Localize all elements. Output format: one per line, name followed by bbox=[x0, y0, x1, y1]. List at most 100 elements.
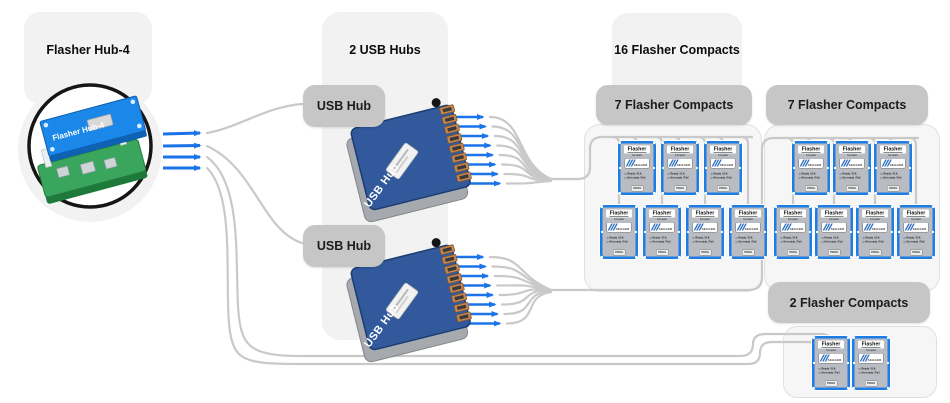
flasher-compact-card: Flasher Compact SEGGER Ready / O.K. Not … bbox=[856, 205, 894, 259]
mount-hole bbox=[687, 206, 689, 208]
mount-hole bbox=[764, 206, 766, 208]
ok-led bbox=[880, 173, 883, 175]
card-subtitle: Compact bbox=[656, 218, 667, 221]
mount-hole bbox=[739, 142, 741, 144]
usb-hub1-pill: USB Hub bbox=[303, 85, 385, 127]
flasher-compact-card: Flasher Compact SEGGER Ready / O.K. Not … bbox=[729, 205, 767, 259]
segger-brand-text: SEGGER bbox=[701, 228, 716, 231]
mount-hole bbox=[857, 231, 859, 233]
card-title: Flasher bbox=[783, 210, 803, 217]
mount-hole bbox=[601, 256, 603, 258]
mount-hole bbox=[847, 337, 849, 339]
mount-hole bbox=[696, 192, 698, 194]
flasher-compact-card: Flasher Compact SEGGER Ready / O.K. Not … bbox=[661, 141, 699, 195]
prog-button: PROG bbox=[910, 249, 923, 256]
card-subtitle: Compact bbox=[846, 154, 857, 157]
card-title: Flasher bbox=[609, 210, 629, 217]
prog-button: PROG bbox=[613, 249, 626, 256]
fail-led bbox=[821, 241, 824, 243]
mount-hole bbox=[662, 192, 664, 194]
prog-button: PROG bbox=[717, 185, 730, 192]
card-title: Flasher bbox=[821, 341, 841, 348]
card-subtitle: Compact bbox=[865, 349, 876, 352]
card-title-box: Flasher bbox=[862, 209, 888, 218]
segger-brand-text: SEGGER bbox=[676, 164, 691, 167]
mount-hole bbox=[793, 167, 795, 169]
mount-hole bbox=[775, 231, 777, 233]
card-title: Flasher bbox=[861, 341, 881, 348]
fail-led bbox=[818, 372, 821, 374]
status-row-fail: Not ready / Fail bbox=[667, 177, 688, 180]
flasher-compact-card: Flasher Compact SEGGER Ready / O.K. Not … bbox=[833, 141, 871, 195]
card-title-box: Flasher bbox=[735, 209, 761, 218]
cable-usbhub1-bundle bbox=[549, 135, 754, 181]
fail-led bbox=[903, 241, 906, 243]
segger-logo-box: SEGGER bbox=[880, 158, 906, 169]
mount-hole bbox=[898, 231, 900, 233]
mount-hole bbox=[687, 256, 689, 258]
mount-hole bbox=[730, 206, 732, 208]
status-row-ok: Ready / O.K. bbox=[735, 237, 753, 240]
mount-hole bbox=[696, 167, 698, 169]
card-title: Flasher bbox=[738, 210, 758, 217]
mount-hole bbox=[793, 142, 795, 144]
mount-hole bbox=[853, 387, 855, 389]
segger-brand-text: SEGGER bbox=[633, 164, 648, 167]
mount-hole bbox=[853, 337, 855, 339]
status-row-ok: Ready / O.K. bbox=[858, 368, 876, 371]
mount-hole bbox=[809, 231, 811, 233]
mount-hole bbox=[857, 206, 859, 208]
card-title: Flasher bbox=[652, 210, 672, 217]
card-title: Flasher bbox=[670, 146, 690, 153]
mount-hole bbox=[813, 362, 815, 364]
mount-hole bbox=[898, 256, 900, 258]
mount-hole bbox=[619, 192, 621, 194]
segger-logo-box: SEGGER bbox=[735, 222, 761, 233]
ok-led bbox=[710, 173, 713, 175]
mount-hole bbox=[721, 206, 723, 208]
ok-led bbox=[839, 173, 842, 175]
ok-led bbox=[780, 237, 783, 239]
card-title-box: Flasher bbox=[667, 145, 693, 154]
cable-hub-to-compact15 bbox=[205, 155, 833, 358]
segger-brand-text: SEGGER bbox=[744, 228, 759, 231]
status-row-ok: Ready / O.K. bbox=[821, 237, 839, 240]
flasher-hub4-device: Flasher Hub-4 bbox=[27, 83, 153, 209]
segger-logo-box: SEGGER bbox=[903, 222, 929, 233]
mount-hole bbox=[813, 387, 815, 389]
fail-led bbox=[862, 241, 865, 243]
card-subtitle: Compact bbox=[742, 218, 753, 221]
status-row-fail: Not ready / Fail bbox=[798, 177, 819, 180]
mount-hole bbox=[932, 231, 934, 233]
segger-logo-box: SEGGER bbox=[606, 222, 632, 233]
status-row-ok: Ready / O.K. bbox=[692, 237, 710, 240]
mount-hole bbox=[850, 231, 852, 233]
group1-pill: 7 Flasher Compacts bbox=[596, 85, 752, 125]
fail-led bbox=[692, 241, 695, 243]
card-title-box: Flasher bbox=[624, 145, 650, 154]
mount-hole bbox=[816, 256, 818, 258]
card-subtitle: Compact bbox=[787, 218, 798, 221]
prog-button: PROG bbox=[869, 249, 882, 256]
segger-brand-text: SEGGER bbox=[615, 228, 630, 231]
flasher-compact-card: Flasher Compact SEGGER Ready / O.K. Not … bbox=[897, 205, 935, 259]
prog-button: PROG bbox=[699, 249, 712, 256]
card-title-box: Flasher bbox=[649, 209, 675, 218]
card-subtitle: Compact bbox=[869, 218, 880, 221]
mount-hole bbox=[739, 167, 741, 169]
prog-button: PROG bbox=[656, 249, 669, 256]
card-title: Flasher bbox=[627, 146, 647, 153]
card-title-box: Flasher bbox=[692, 209, 718, 218]
status-row-fail: Not ready / Fail bbox=[880, 177, 901, 180]
fail-led bbox=[606, 241, 609, 243]
segger-brand-text: SEGGER bbox=[871, 228, 886, 231]
segger-logo-box: SEGGER bbox=[818, 353, 844, 364]
card-title-box: Flasher bbox=[606, 209, 632, 218]
flasher-compact-card: Flasher Compact SEGGER Ready / O.K. Not … bbox=[704, 141, 742, 195]
mount-hole bbox=[678, 206, 680, 208]
segger-logo-box: SEGGER bbox=[667, 158, 693, 169]
ok-led bbox=[667, 173, 670, 175]
status-row-fail: Not ready / Fail bbox=[735, 241, 756, 244]
ok-led bbox=[821, 237, 824, 239]
status-row-fail: Not ready / Fail bbox=[624, 177, 645, 180]
